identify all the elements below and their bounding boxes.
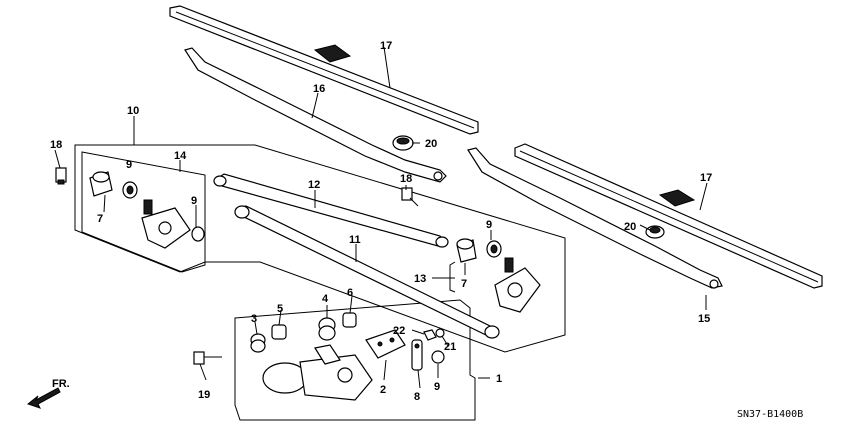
callout-18-center: 18: [400, 173, 412, 185]
bushing-9-motor: [431, 350, 445, 364]
callout-9-right: 9: [486, 219, 492, 231]
arm-cap-left: [392, 135, 414, 151]
callout-12: 12: [308, 179, 320, 191]
link-arm-8: [411, 339, 423, 371]
callout-20-right: 20: [624, 221, 636, 233]
callout-4: 4: [322, 293, 329, 305]
callout-9-left-upper: 9: [126, 159, 132, 171]
link-rod-12: [213, 173, 449, 248]
callout-14: 14: [174, 150, 187, 162]
callout-7-right: 7: [461, 278, 467, 290]
callout-20-left: 20: [425, 138, 437, 150]
callout-8: 8: [414, 391, 420, 403]
flange-bolt-center: [401, 187, 419, 207]
callout-2: 2: [380, 384, 386, 396]
flange-bolt-left: [55, 167, 67, 185]
arm-cap-right: [645, 225, 665, 239]
callout-7-left: 7: [97, 213, 103, 225]
front-direction-label: FR.: [52, 378, 70, 390]
link-rod-11: [234, 205, 500, 339]
nut-22: [423, 329, 437, 341]
diagram-code: SN37-B1400B: [737, 409, 803, 420]
callout-17-left: 17: [380, 40, 392, 52]
callout-21: 21: [444, 341, 456, 353]
bushing-left-lower: [191, 226, 205, 242]
leader-lines: [54, 46, 708, 389]
washer-21: [435, 328, 445, 338]
callout-22: 22: [393, 325, 405, 337]
right-wiper-arm: [467, 147, 723, 289]
callout-10: 10: [127, 105, 139, 117]
callout-13: 13: [414, 273, 426, 285]
front-direction-arrow: FR.: [26, 378, 70, 409]
bolt-19: [193, 351, 222, 365]
callout-9-left-lower: 9: [191, 195, 197, 207]
pivot-left: [141, 199, 191, 249]
grommet-4: [318, 317, 336, 341]
callout-15: 15: [698, 313, 710, 325]
bushing-left-upper: [122, 181, 138, 199]
motor-cover-2: [365, 329, 406, 359]
collar-6: [342, 312, 357, 328]
callout-16: 16: [313, 83, 325, 95]
callout-18-left: 18: [50, 139, 62, 151]
pivot-cap-right: [456, 238, 477, 263]
callout-3: 3: [251, 313, 257, 325]
callout-19: 19: [198, 389, 210, 401]
wiper-motor: [262, 344, 373, 401]
callout-5: 5: [277, 303, 283, 315]
grommet-3: [250, 333, 266, 353]
callout-6: 6: [347, 287, 353, 299]
left-wiper-blade: [169, 5, 479, 135]
callout-17-right: 17: [700, 172, 712, 184]
pivot-right: [494, 257, 541, 313]
callout-11: 11: [349, 234, 361, 246]
collar-5: [271, 324, 287, 340]
right-wiper-blade: [514, 143, 823, 289]
left-pivot-box: [81, 151, 206, 273]
left-wiper-arm: [184, 47, 447, 183]
motor-assembly-box: [234, 299, 476, 421]
pivot-cap-left: [89, 171, 113, 197]
callout-9-motor: 9: [434, 381, 440, 393]
bushing-right: [486, 240, 502, 258]
callout-1: 1: [496, 373, 502, 385]
